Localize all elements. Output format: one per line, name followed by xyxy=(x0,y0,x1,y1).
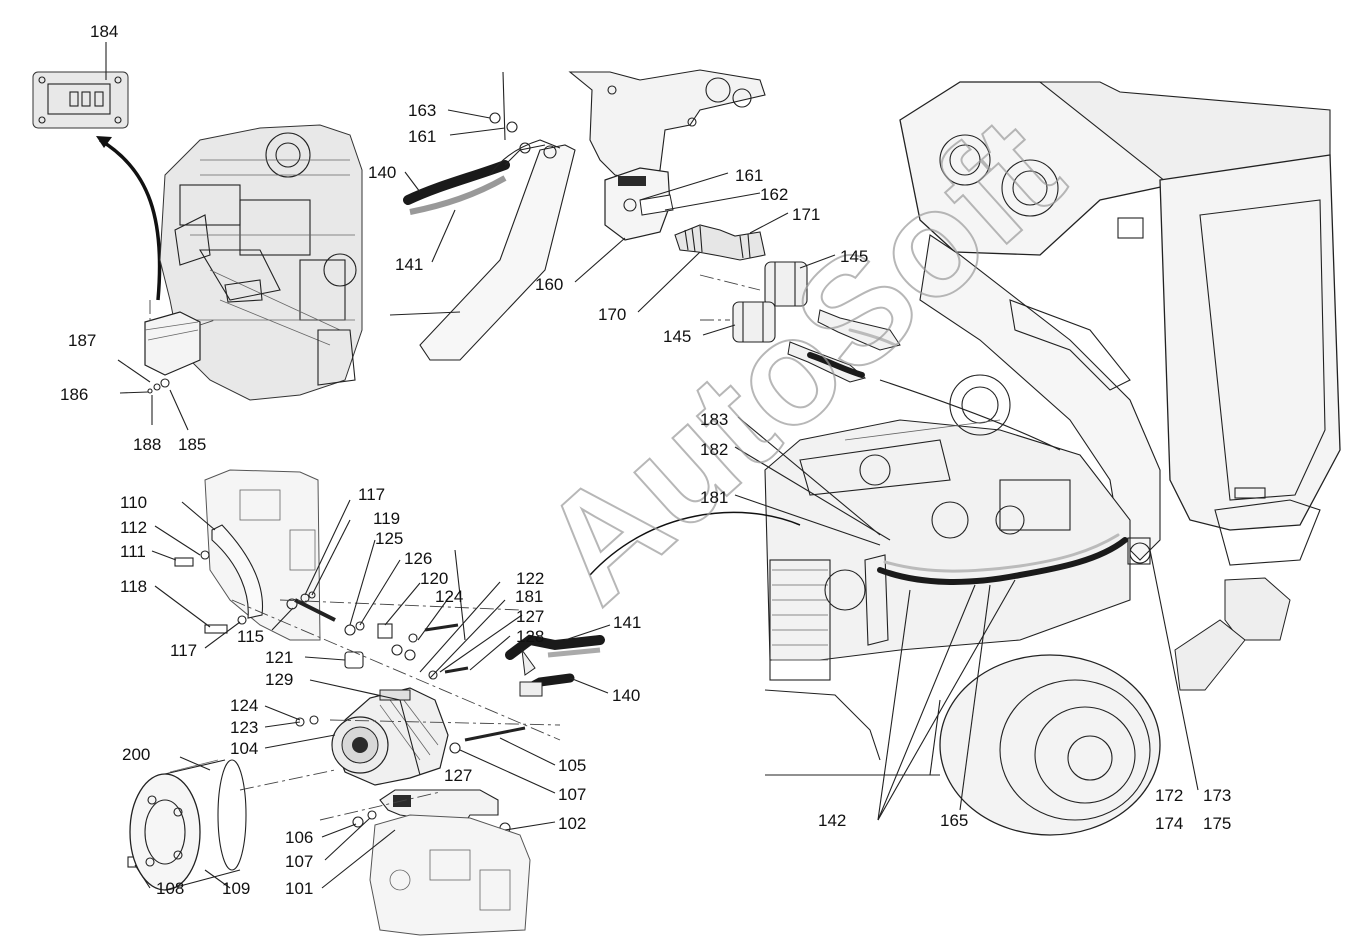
part-label-140: 140 xyxy=(368,163,396,182)
hose-140-141-lower xyxy=(505,634,605,697)
bolts-161-163 xyxy=(447,109,518,136)
part-label-102: 102 xyxy=(558,814,586,833)
part-label-123: 123 xyxy=(230,718,258,737)
part-label-108: 108 xyxy=(156,879,184,898)
fitting-170-171 xyxy=(674,224,766,261)
part-label-145: 145 xyxy=(663,327,691,346)
part-label-174: 174 xyxy=(1155,814,1183,833)
part-label-107: 107 xyxy=(285,852,313,871)
engine-bracket-lower-upper xyxy=(204,469,321,641)
part-label-200: 200 xyxy=(122,745,150,764)
part-label-140: 140 xyxy=(612,686,640,705)
part-label-112: 112 xyxy=(120,518,147,537)
part-label-122: 122 xyxy=(516,569,544,588)
part-label-142: 142 xyxy=(818,811,846,830)
tractor-wheel xyxy=(764,654,1161,836)
control-module-184 xyxy=(32,42,129,129)
part-label-109: 109 xyxy=(222,879,250,898)
part-label-119: 119 xyxy=(373,509,400,528)
leader-lines-upper xyxy=(404,171,836,336)
part-label-121: 121 xyxy=(265,648,293,667)
part-label-124: 124 xyxy=(230,696,258,715)
hose-165-lower xyxy=(877,533,1199,791)
arrow-module-to-engine xyxy=(99,138,162,301)
part-label-125: 125 xyxy=(375,529,403,548)
part-label-101: 101 xyxy=(285,879,313,898)
manifold-160 xyxy=(604,167,674,241)
leader-lines-lower xyxy=(134,499,611,889)
part-labels: 184 163 161 140 141 160 161 162 171 145 … xyxy=(60,22,1231,898)
part-label-115: 115 xyxy=(237,627,264,646)
part-label-117: 117 xyxy=(170,641,197,660)
engine-block-lower xyxy=(369,814,531,936)
part-label-162: 162 xyxy=(760,185,788,204)
part-label-111: 111 xyxy=(120,542,146,561)
part-label-118: 118 xyxy=(120,577,147,596)
frame-bracket-upper xyxy=(389,69,766,361)
part-label-145: 145 xyxy=(840,247,868,266)
part-label-129: 129 xyxy=(265,670,293,689)
bracket-110 xyxy=(211,524,264,619)
part-label-104: 104 xyxy=(230,739,258,758)
hose-ends-upper xyxy=(787,309,901,383)
tractor-body xyxy=(899,81,1341,691)
part-label-160: 160 xyxy=(535,275,563,294)
tractor-engine-bay xyxy=(764,374,1131,681)
ecu-bracket xyxy=(144,300,216,376)
part-label-141: 141 xyxy=(395,255,423,274)
engine-top-left xyxy=(159,124,363,401)
part-label-105: 105 xyxy=(558,756,586,775)
part-label-106: 106 xyxy=(285,828,313,847)
part-label-127: 127 xyxy=(444,766,472,785)
part-label-170: 170 xyxy=(598,305,626,324)
dash-axis-lines xyxy=(231,599,561,821)
compressor-104 xyxy=(331,687,449,786)
part-label-171: 171 xyxy=(792,205,820,224)
part-label-126: 126 xyxy=(404,549,432,568)
part-label-181: 181 xyxy=(700,488,728,507)
part-label-110: 110 xyxy=(120,493,147,512)
arrow-head-icon xyxy=(96,136,112,148)
part-label-127: 127 xyxy=(516,607,544,626)
part-label-182: 182 xyxy=(700,440,728,459)
part-label-107: 107 xyxy=(558,785,586,804)
arrow-hoses-to-tractor xyxy=(879,379,1061,451)
part-label-124: 124 xyxy=(435,587,463,606)
fasteners-185-188 xyxy=(117,359,189,431)
part-label-181: 181 xyxy=(515,587,543,606)
part-label-184: 184 xyxy=(90,22,118,41)
pulley-200-109 xyxy=(129,759,247,891)
couplers-145 xyxy=(699,261,808,343)
part-label-165: 165 xyxy=(940,811,968,830)
part-label-161: 161 xyxy=(735,166,763,185)
part-label-117: 117 xyxy=(358,485,385,504)
part-label-128: 128 xyxy=(516,627,544,646)
hose-140-141-upper xyxy=(403,139,561,215)
part-label-173: 173 xyxy=(1203,786,1231,805)
part-label-186: 186 xyxy=(60,385,88,404)
part-label-187: 187 xyxy=(68,331,96,350)
part-label-175: 175 xyxy=(1203,814,1231,833)
part-label-120: 120 xyxy=(420,569,448,588)
part-label-172: 172 xyxy=(1155,786,1183,805)
leader-lines-142-165 xyxy=(734,416,1016,821)
part-label-188: 188 xyxy=(133,435,161,454)
part-label-185: 185 xyxy=(178,435,206,454)
part-label-141: 141 xyxy=(613,613,641,632)
part-label-163: 163 xyxy=(408,101,436,120)
part-label-183: 183 xyxy=(700,410,728,429)
part-label-161: 161 xyxy=(408,127,436,146)
arrow-return-path xyxy=(589,511,801,576)
